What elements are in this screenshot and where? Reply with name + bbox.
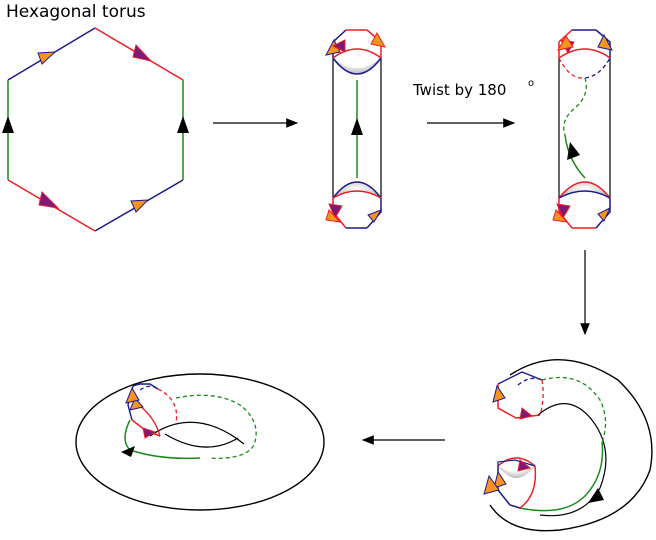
diagram-title: Hexagonal torus bbox=[6, 2, 146, 22]
hexagon-orange-arrow-top-left bbox=[37, 51, 57, 65]
torus-outer-outline bbox=[75, 373, 325, 511]
hexagon-orange-arrow-bottom-right bbox=[130, 199, 150, 213]
hexagon-green-arrow-left bbox=[2, 116, 14, 133]
twisted-cylinder-figure bbox=[552, 29, 613, 229]
hexagon-figure bbox=[2, 27, 189, 232]
hexagon-purple-arrow-bottom-left bbox=[38, 191, 60, 209]
twist-label: Twist by 180 bbox=[412, 81, 506, 99]
torus-figure bbox=[75, 373, 325, 511]
torus-hole-bottom bbox=[164, 433, 239, 448]
cylinder-green-arrow bbox=[351, 118, 363, 135]
bent-cylinder-figure bbox=[483, 359, 653, 532]
torus-hole-top bbox=[149, 421, 245, 445]
hexagon-purple-arrow-top-right bbox=[132, 43, 153, 62]
twist-degree-superscript: o bbox=[528, 78, 534, 89]
cylinder-figure bbox=[325, 29, 386, 229]
hexagon-green-arrow-right bbox=[177, 116, 189, 133]
